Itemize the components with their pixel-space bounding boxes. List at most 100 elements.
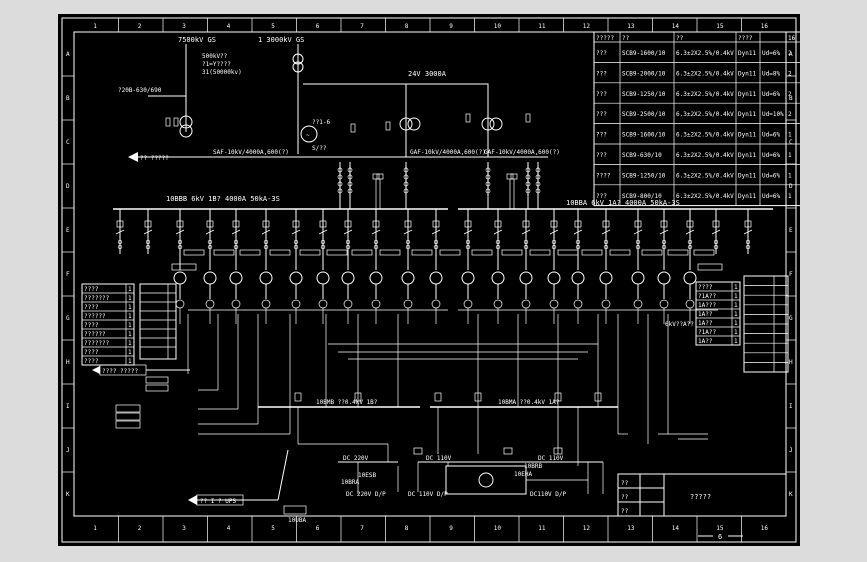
- left-arrow-icon: [128, 152, 138, 162]
- breaker-symbol: [554, 392, 562, 402]
- ct-symbol: [535, 181, 541, 187]
- motor-symbol: [657, 271, 671, 285]
- table-cell: Ud=6%: [762, 91, 780, 98]
- legend-border: [695, 281, 741, 346]
- right-side-label: 6kV??A??: [665, 321, 694, 328]
- transformer-symbol: [685, 299, 695, 309]
- ct-symbol: [465, 239, 471, 245]
- ct-symbol: [293, 244, 299, 250]
- outer-frame: [61, 17, 797, 543]
- transformer-symbol: [633, 299, 643, 309]
- charger-box: [445, 465, 527, 495]
- motor-symbol: [259, 271, 273, 285]
- device-tag: [171, 263, 197, 271]
- grid-source-1-detail-3: 31(50000kv): [202, 69, 242, 76]
- motor-symbol: [229, 271, 243, 285]
- cable-label-2: GAF-10kV/4000A,600(?): [410, 149, 486, 156]
- ct-symbol: [687, 244, 693, 250]
- table-cell: 6.3±2X2.5%/0.4kV: [676, 132, 734, 139]
- breaker-symbol: [350, 123, 356, 133]
- switch-symbol: [463, 229, 473, 235]
- ct-symbol: [233, 244, 239, 250]
- breaker-symbol: [634, 220, 642, 228]
- ct-symbol: [713, 239, 719, 245]
- device-label-4: 10BRB: [524, 463, 542, 470]
- breaker-symbol: [474, 392, 482, 402]
- motor-symbol: [631, 271, 645, 285]
- dc-bottom-3: DC110V D/P: [530, 491, 567, 498]
- table-cell: Ud=6%: [762, 172, 780, 179]
- table-header-cell: ????: [738, 35, 753, 42]
- table-cell: 2: [788, 111, 792, 118]
- legend-cell: 1: [128, 322, 132, 329]
- legend-border: [139, 283, 177, 360]
- grid-source-2: 1 3000kV GS ~ ??1-6 S/??: [258, 36, 330, 154]
- breaker-symbol: [173, 117, 179, 127]
- ct-symbol: [337, 174, 343, 180]
- table-cell: Dyn11: [738, 132, 756, 139]
- device-tag: [439, 249, 461, 256]
- cable-label-1: SAF-10kV/4000A,600(?): [213, 149, 289, 156]
- switch-symbol: [549, 229, 559, 235]
- transformer-symbol: [601, 299, 611, 309]
- breaker-symbol: [594, 392, 602, 402]
- ct-symbol: [525, 174, 531, 180]
- legend-cell: 1A??: [698, 338, 713, 345]
- row-letter: F: [789, 271, 793, 278]
- column-number: 15: [716, 23, 724, 30]
- row-letter: C: [789, 139, 793, 146]
- title-block-label-1: ??: [621, 480, 629, 487]
- table-cell: 2: [788, 91, 792, 98]
- row-letter: J: [789, 447, 793, 454]
- motor-symbol: [683, 271, 697, 285]
- breaker-symbol: [413, 447, 423, 455]
- table-cell: SCB9-2500/10: [622, 111, 666, 118]
- ct-symbol: [713, 244, 719, 250]
- legend-cell: ?1A??: [698, 329, 716, 336]
- generator-label: ??1-6: [312, 119, 330, 126]
- dc-bottom-2: DC 110V D/P: [408, 491, 448, 498]
- column-number: 8: [405, 525, 409, 532]
- grid-ticks: [62, 18, 796, 542]
- table-cell: SCB9-1600/10: [622, 132, 666, 139]
- breaker-symbol: [744, 220, 752, 228]
- breaker-symbol: [712, 220, 720, 228]
- drawing-title: ?????: [690, 493, 711, 501]
- ups-label: ?? I ? UPS: [200, 498, 237, 505]
- device-tag: [145, 376, 169, 384]
- ct-symbol: [145, 239, 151, 245]
- legend-cell: ??????: [84, 313, 106, 320]
- table-cell: ???: [596, 70, 607, 77]
- switch-symbol: [493, 229, 503, 235]
- legend-cell: 1: [734, 302, 738, 309]
- table-cell: 6.3±2X2.5%/0.4kV: [676, 193, 734, 200]
- transformer-symbol: [573, 299, 583, 309]
- table-cell: SCB9-2000/10: [622, 70, 666, 77]
- legend-cell: 1: [128, 286, 132, 293]
- device-tag: [693, 249, 715, 256]
- column-number: 16: [761, 525, 769, 532]
- generator-symbol: [300, 125, 318, 143]
- breaker-symbol: [574, 220, 582, 228]
- column-number: 6: [316, 525, 320, 532]
- column-number: 13: [627, 23, 635, 30]
- table-cell: 6.3±2X2.5%/0.4kV: [676, 152, 734, 159]
- ct-symbol: [347, 181, 353, 187]
- bus-tie-line: [303, 83, 407, 140]
- device-tag: [697, 263, 723, 271]
- table-cell: 2: [788, 70, 792, 77]
- ct-symbol: [525, 167, 531, 173]
- ct-symbol: [337, 181, 343, 187]
- table-cell: SCB9-800/10: [622, 193, 662, 200]
- table-header-cell: 16: [788, 35, 796, 42]
- ct-symbol: [337, 188, 343, 194]
- column-number-strip: 1122334455667788991010111112121313141415…: [93, 23, 768, 532]
- breaker-symbol: [262, 220, 270, 228]
- pt-symbol: [376, 173, 384, 180]
- ct-symbol: [145, 244, 151, 250]
- ct-symbol: [745, 244, 751, 250]
- dc-bottom-1: DC 220V D/P: [346, 491, 386, 498]
- table-cell: SCB9-1600/10: [622, 50, 666, 57]
